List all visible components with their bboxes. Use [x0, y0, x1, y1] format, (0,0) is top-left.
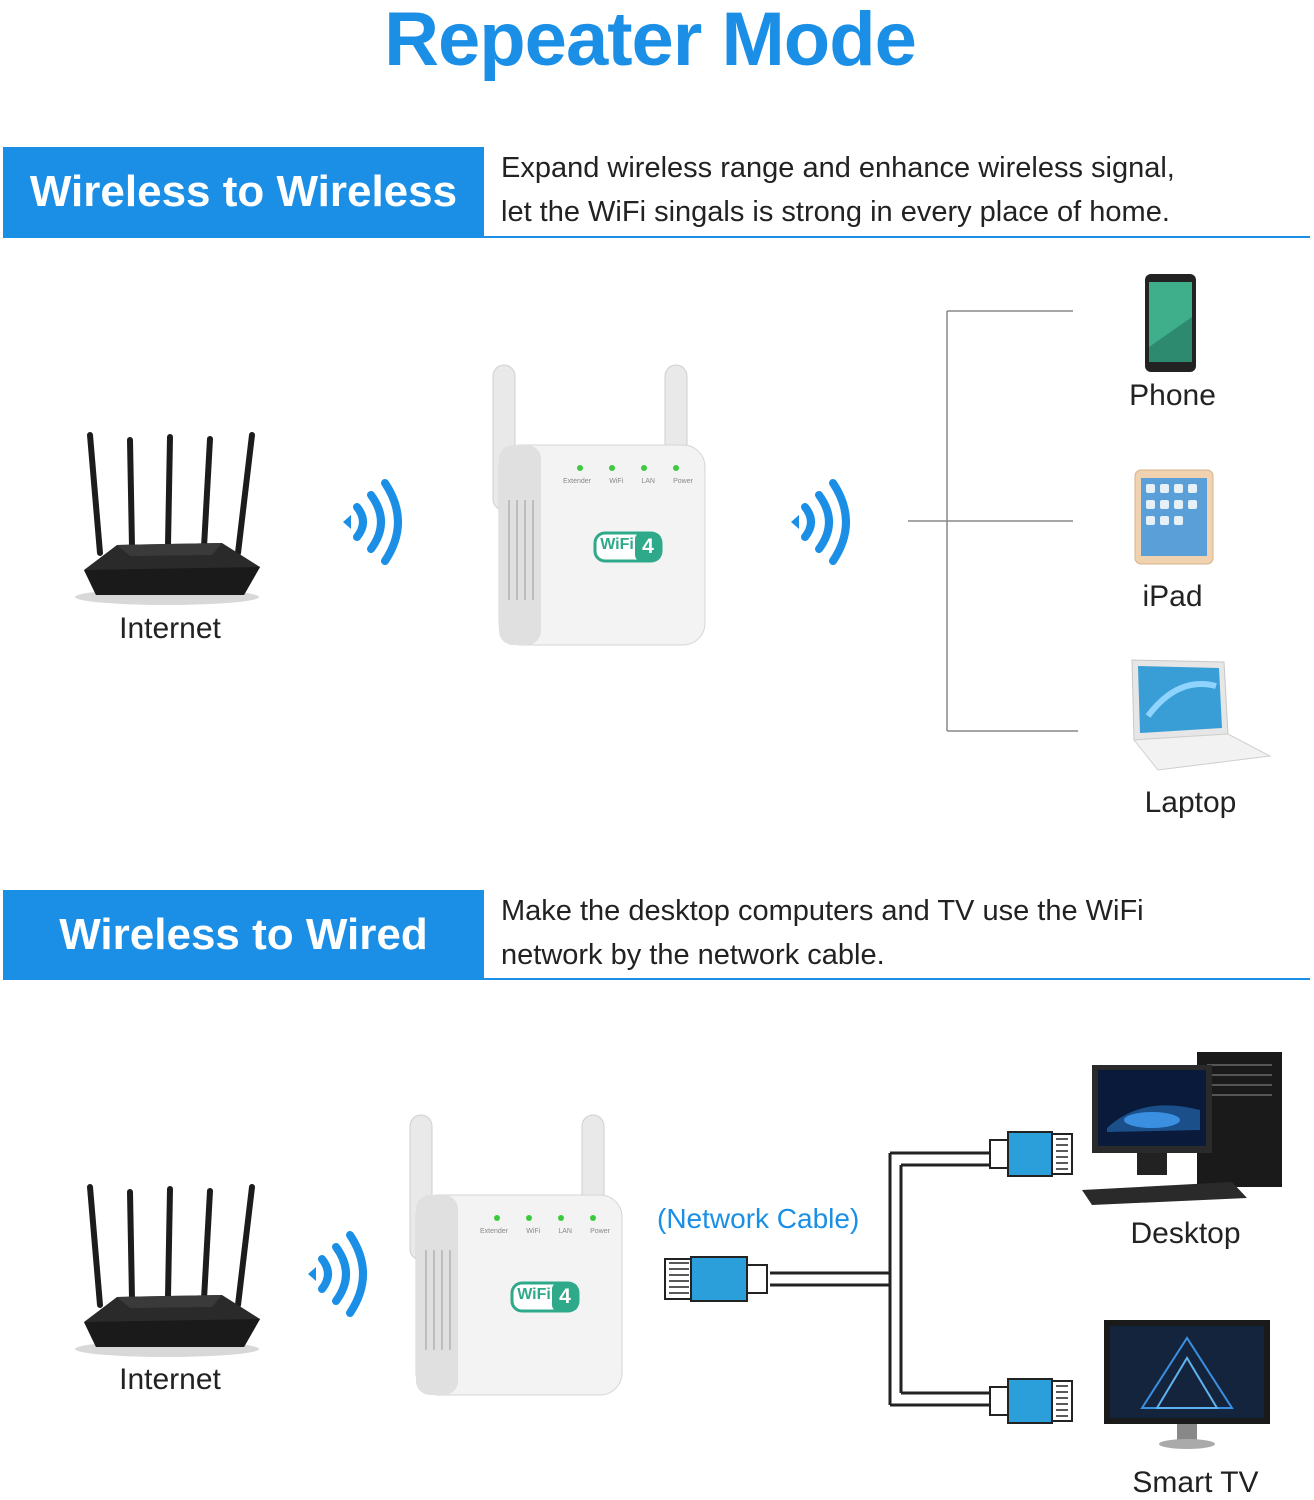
- section-heading-wireless-to-wired: Wireless to Wired: [3, 890, 484, 980]
- led-label-extender: Extender: [480, 1228, 509, 1235]
- extender-icon: Extender WiFi LAN Power WiFi 4: [402, 1110, 632, 1400]
- network-cable-lines: [770, 1151, 990, 1407]
- wifi-badge-number: 4: [559, 1285, 571, 1308]
- section2-description-line1: Make the desktop computers and TV use th…: [501, 895, 1144, 927]
- led-label-extender: Extender: [563, 478, 592, 485]
- ethernet-plug-icon: [989, 1378, 1073, 1424]
- internet-label: Internet: [119, 1363, 221, 1396]
- extender-led-labels: Extender WiFi LAN Power: [480, 1228, 610, 1235]
- section1-description: Expand wireless range and enhance wirele…: [501, 146, 1175, 234]
- desktop-icon: [1082, 1052, 1282, 1205]
- wifi-badge-text: WiFi: [600, 536, 634, 553]
- led-label-lan: LAN: [641, 478, 655, 485]
- led-label-power: Power: [673, 478, 693, 485]
- internet-label: Internet: [119, 612, 221, 645]
- router-icon: [75, 1184, 260, 1357]
- device-label-desktop: Desktop: [1130, 1217, 1241, 1250]
- page-title: Repeater Mode: [384, 0, 917, 82]
- section1-description-line1: Expand wireless range and enhance wirele…: [501, 152, 1175, 184]
- ethernet-plug-icon: [989, 1131, 1073, 1177]
- ethernet-plug-icon: [664, 1256, 768, 1302]
- section2-description-line2: network by the network cable.: [501, 939, 885, 971]
- smart-tv-icon: [1104, 1320, 1270, 1449]
- device-label-laptop: Laptop: [1144, 786, 1237, 819]
- device-branch-lines: [908, 310, 1078, 732]
- led-label-lan: LAN: [558, 1228, 572, 1235]
- section-divider: [3, 978, 1310, 980]
- wifi-signal-icon: [343, 479, 402, 565]
- section-divider: [3, 236, 1310, 238]
- device-label-ipad: iPad: [1142, 580, 1203, 613]
- section1-description-line2: let the WiFi singals is strong in every …: [501, 196, 1170, 228]
- network-cable-label: (Network Cable): [657, 1203, 860, 1234]
- led-label-wifi: WiFi: [526, 1228, 541, 1235]
- wifi-badge-number: 4: [642, 535, 654, 558]
- extender-led-labels: Extender WiFi LAN Power: [563, 478, 693, 485]
- section-heading-wireless-to-wireless: Wireless to Wireless: [3, 147, 484, 237]
- wifi-signal-icon: [791, 479, 850, 565]
- wifi-signal-icon: [308, 1231, 367, 1317]
- wifi-badge-text: WiFi: [517, 1286, 551, 1303]
- section2-description: Make the desktop computers and TV use th…: [501, 889, 1144, 977]
- extender-icon: Extender WiFi LAN Power WiFi 4: [485, 360, 715, 650]
- led-label-power: Power: [590, 1228, 610, 1235]
- router-icon: [75, 432, 260, 605]
- device-label-smart-tv: Smart TV: [1132, 1466, 1259, 1499]
- phone-icon: [1145, 274, 1196, 372]
- device-label-phone: Phone: [1129, 379, 1216, 412]
- laptop-icon: [1131, 659, 1272, 771]
- ipad-icon: [1134, 469, 1214, 565]
- led-label-wifi: WiFi: [609, 478, 624, 485]
